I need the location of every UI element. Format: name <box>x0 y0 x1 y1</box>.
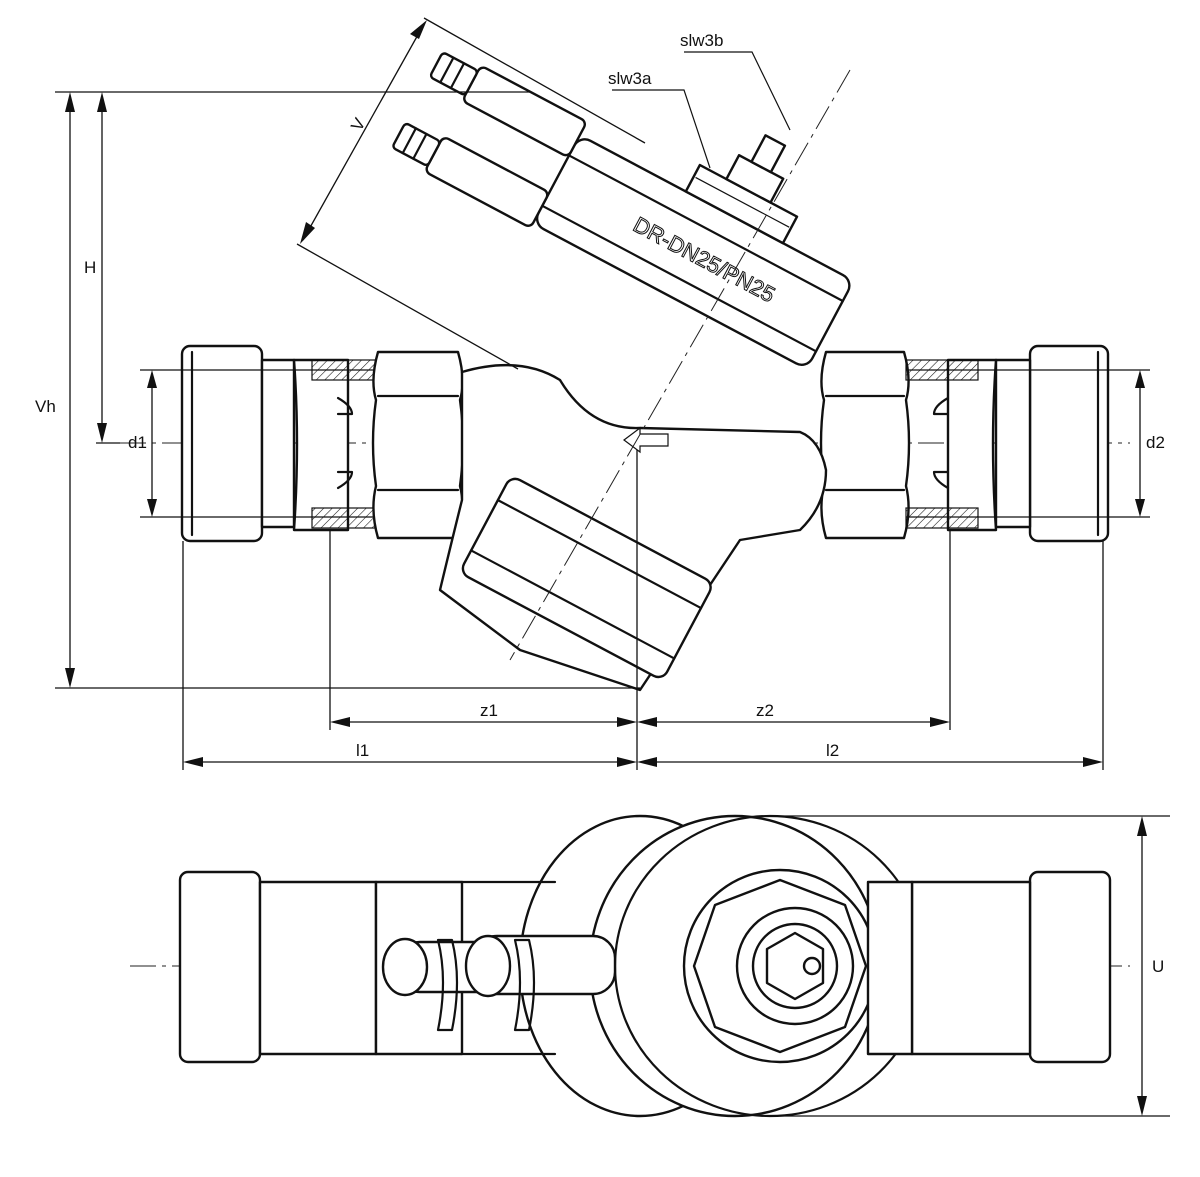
valve-body <box>438 363 828 692</box>
flow-direction-arrow <box>623 426 669 454</box>
side-view: DR-DN25/PN25 slw3a <box>120 31 1130 692</box>
slw3a-leader <box>612 89 711 169</box>
left-union-nut <box>371 350 465 540</box>
z2-label: z2 <box>756 701 774 720</box>
l1-label: l1 <box>356 741 369 760</box>
test-nipple-upper <box>429 52 586 157</box>
right-press-fitting <box>905 344 1110 543</box>
top-view-dimensions: U <box>770 815 1170 1117</box>
l2-label: l2 <box>826 741 839 760</box>
v-dimension-line <box>302 23 425 241</box>
vh-label: Vh <box>35 397 56 416</box>
test-nipple-lower <box>392 122 549 227</box>
d1-label: d1 <box>128 433 147 452</box>
top-test-nipple-2 <box>464 934 617 1032</box>
d2-label: d2 <box>1146 433 1165 452</box>
left-press-fitting <box>180 344 383 543</box>
top-view <box>130 814 1130 1118</box>
side-view-dimensions: Vh H d1 d2 z1 z2 l1 l2 <box>35 17 1165 770</box>
h-label: H <box>84 258 96 277</box>
u-label: U <box>1152 957 1164 976</box>
right-union-nut <box>819 350 911 540</box>
v-label: V <box>347 114 369 134</box>
slw3a-label: slw3a <box>608 69 652 88</box>
slw3b-leader <box>684 51 791 131</box>
z1-label: z1 <box>480 701 498 720</box>
stem-axis-centerline <box>509 69 851 661</box>
slw3b-label: slw3b <box>680 31 723 50</box>
actuator-body: DR-DN25/PN25 <box>392 52 851 366</box>
